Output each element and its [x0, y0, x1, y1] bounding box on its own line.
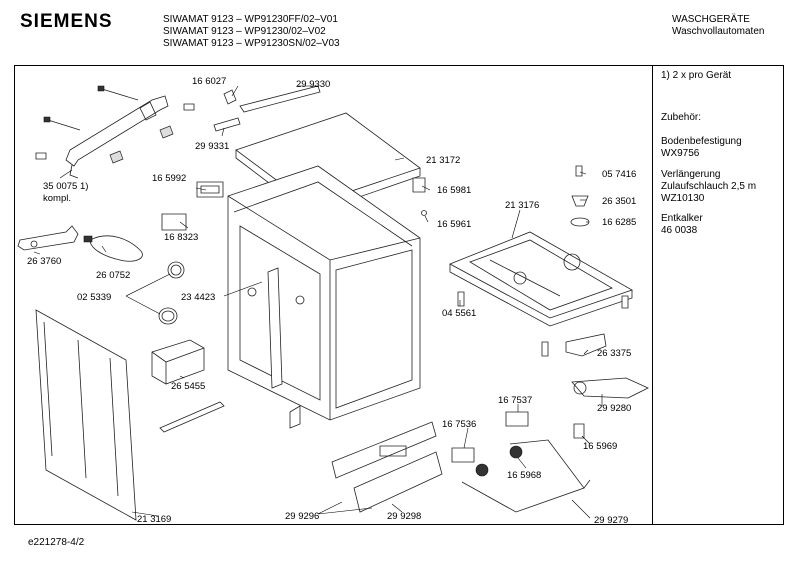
part-label: 16 5992 [152, 173, 187, 184]
part-29-9279 [462, 440, 590, 512]
footnote: 1) 2 x pro Gerät [661, 70, 732, 81]
rail-strip [160, 402, 224, 432]
part-16-7537 [506, 412, 528, 426]
part-label: 16 6285 [602, 217, 637, 228]
part-label: 29 9330 [296, 79, 331, 90]
document-id: e221278-4/2 [28, 537, 85, 548]
accessory-detail: Zulaufschlauch 2,5 m [661, 181, 757, 192]
part-label: 26 0752 [96, 270, 131, 281]
siemens-logo: SIEMENS [20, 11, 113, 32]
part-label: 23 4423 [181, 292, 216, 303]
part-label: 21 3172 [426, 155, 461, 166]
part-label: 21 3169 [137, 514, 172, 525]
part-16-5968-knob [510, 446, 522, 458]
part-label: 04 5561 [442, 308, 477, 319]
accessory-name: Bodenbefestigung [661, 136, 742, 147]
accessory-number: 46 0038 [661, 225, 698, 236]
part-04-5561 [458, 292, 464, 306]
model-line: SIWAMAT 9123 – WP91230SN/02–V03 [163, 38, 340, 49]
cabinet [228, 166, 420, 428]
part-label: 16 5961 [437, 219, 472, 230]
drawing-frame [14, 65, 784, 525]
part-label: 16 8323 [164, 232, 199, 243]
part-label: 26 3375 [597, 348, 632, 359]
part-label: 16 5969 [583, 441, 618, 452]
part-label: 16 7536 [442, 419, 477, 430]
accessory-hose-extension: Verlängerung Zulaufschlauch 2,5 m WZ1013… [661, 169, 756, 205]
part-label: 29 9279 [594, 515, 629, 526]
part-label: 02 5339 [77, 292, 112, 303]
part-26-3375 [566, 334, 606, 356]
side-panel [36, 310, 136, 520]
accessory-number: WX9756 [661, 148, 700, 159]
part-label: 16 7537 [498, 395, 533, 406]
part-16-7536 [452, 448, 474, 462]
part-16-5961 [422, 211, 427, 216]
part-label: 35 0075 1) [43, 181, 89, 192]
part-16-8323 [162, 214, 186, 230]
part-label: 16 5981 [437, 185, 472, 196]
part-label: kompl. [43, 193, 71, 204]
accessory-number: WZ10130 [661, 193, 705, 204]
part-label: 26 3760 [27, 256, 62, 267]
part-29-9330 [240, 86, 320, 112]
category-line: Waschvollautomaten [672, 26, 765, 37]
accessory-name: Verlängerung [661, 169, 721, 180]
part-29-9280 [572, 378, 648, 398]
part-label: 16 6027 [192, 76, 227, 87]
part-16-6027 [224, 90, 236, 104]
model-line: SIWAMAT 9123 – WP91230/02–V02 [163, 26, 326, 37]
category-line: WASCHGERÄTE [672, 14, 750, 25]
accessory-name: Entkalker [661, 213, 703, 224]
part-29-9331 [214, 118, 240, 131]
knob [476, 464, 488, 476]
accessory-floor-fixing: Bodenbefestigung WX9756 [661, 136, 742, 160]
part-05-7416 [576, 166, 582, 176]
part-label: 21 3176 [505, 200, 540, 211]
part-label: 29 9331 [195, 141, 230, 152]
part-label: 29 9298 [387, 511, 422, 522]
model-line: SIWAMAT 9123 – WP91230FF/02–V01 [163, 14, 338, 25]
part-label: 26 3501 [602, 196, 637, 207]
part-label: 16 5968 [507, 470, 542, 481]
accessory-descaler: Entkalker 46 0038 [661, 213, 703, 237]
bracket-assembly [36, 86, 194, 178]
part-26-5455 [152, 340, 204, 384]
part-label: 05 7416 [602, 169, 637, 180]
part-26-3501 [572, 196, 588, 206]
model-list: SIWAMAT 9123 – WP91230FF/02–V01 SIWAMAT … [163, 14, 340, 50]
part-16-5981 [413, 178, 425, 192]
part-label: 26 5455 [171, 381, 206, 392]
accessories-title: Zubehör: [661, 112, 702, 123]
part-16-5969 [574, 424, 584, 438]
part-label: 29 9280 [597, 403, 632, 414]
base-frame [450, 232, 632, 326]
part-label: 29 9296 [285, 511, 320, 522]
notes-divider [652, 65, 653, 525]
control-fascia [332, 422, 442, 512]
category: WASCHGERÄTE Waschvollautomaten [672, 14, 764, 38]
spanner-and-hose [18, 226, 142, 261]
